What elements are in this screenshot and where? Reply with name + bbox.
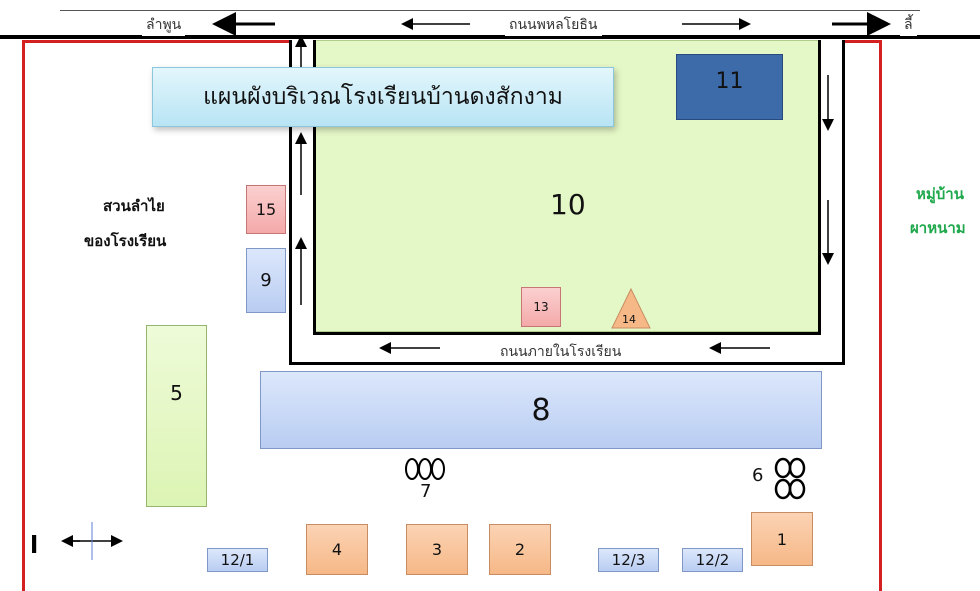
building-12-1-label: 12/1 <box>220 551 255 569</box>
building-15: 15 <box>246 185 286 234</box>
building-3-label: 3 <box>431 540 443 559</box>
building-10-label: 10 <box>550 188 586 221</box>
inner-road-left <box>289 40 292 365</box>
main-road-top-line <box>60 10 920 11</box>
school-boundary-right <box>879 40 882 591</box>
map-title: แผนผังบริเวณโรงเรียนบ้านดงสักงาม <box>152 67 614 127</box>
field-border-bottom <box>313 332 821 335</box>
north-symbol-icon: ꞁ <box>30 526 39 554</box>
building-12-3: 12/3 <box>598 548 659 572</box>
building-11-label: 11 <box>715 69 744 94</box>
road-label-inner: ถนนภายในโรงเรียน <box>500 344 622 360</box>
road-label-main: ถนนพหลโยธิน <box>505 14 602 36</box>
building-3: 3 <box>406 524 468 575</box>
field-border-left <box>313 40 316 335</box>
building-4: 4 <box>306 524 368 575</box>
inner-road-right <box>842 40 845 365</box>
building-9: 9 <box>246 248 286 313</box>
building-13-label: 13 <box>533 300 549 314</box>
building-5: 5 <box>146 325 207 507</box>
school-boundary-left <box>22 40 25 591</box>
building-9-label: 9 <box>260 270 272 291</box>
road-label-li: ลี้ <box>900 14 917 36</box>
building-2-label: 2 <box>514 540 526 559</box>
building-5-label: 5 <box>170 381 183 405</box>
orchard-label-line1: สวนลำไย <box>103 197 165 215</box>
map-title-text: แผนผังบริเวณโรงเรียนบ้านดงสักงาม <box>203 84 563 110</box>
school-boundary-top-left <box>22 40 292 43</box>
village-label-line1: หมู่บ้าน <box>916 185 964 203</box>
building-1: 1 <box>751 512 813 566</box>
building-12-3-label: 12/3 <box>611 551 646 569</box>
building-12-1: 12/1 <box>207 548 268 572</box>
building-8-label: 8 <box>531 392 551 428</box>
orchard-label-line2: ของโรงเรียน <box>84 232 167 250</box>
road-label-lamphun: ลำพูน <box>142 14 186 36</box>
field-border-right <box>818 40 821 335</box>
building-11: 11 <box>676 54 783 120</box>
school-boundary-top-right <box>842 40 882 43</box>
building-12-2-label: 12/2 <box>695 551 730 569</box>
main-road-line <box>0 35 980 39</box>
building-1-label: 1 <box>776 529 788 549</box>
building-6-label: 6 <box>752 465 764 486</box>
building-8: 8 <box>260 371 822 449</box>
building-15-label: 15 <box>255 200 277 219</box>
village-label-line2: ผาหนาม <box>910 219 966 237</box>
building-14-label: 14 <box>622 313 636 326</box>
building-4-label: 4 <box>331 540 343 559</box>
building-12-2: 12/2 <box>682 548 743 572</box>
building-13: 13 <box>521 287 561 327</box>
building-7-label: 7 <box>420 481 432 502</box>
inner-road-bottom <box>289 362 845 365</box>
building-2: 2 <box>489 524 551 575</box>
